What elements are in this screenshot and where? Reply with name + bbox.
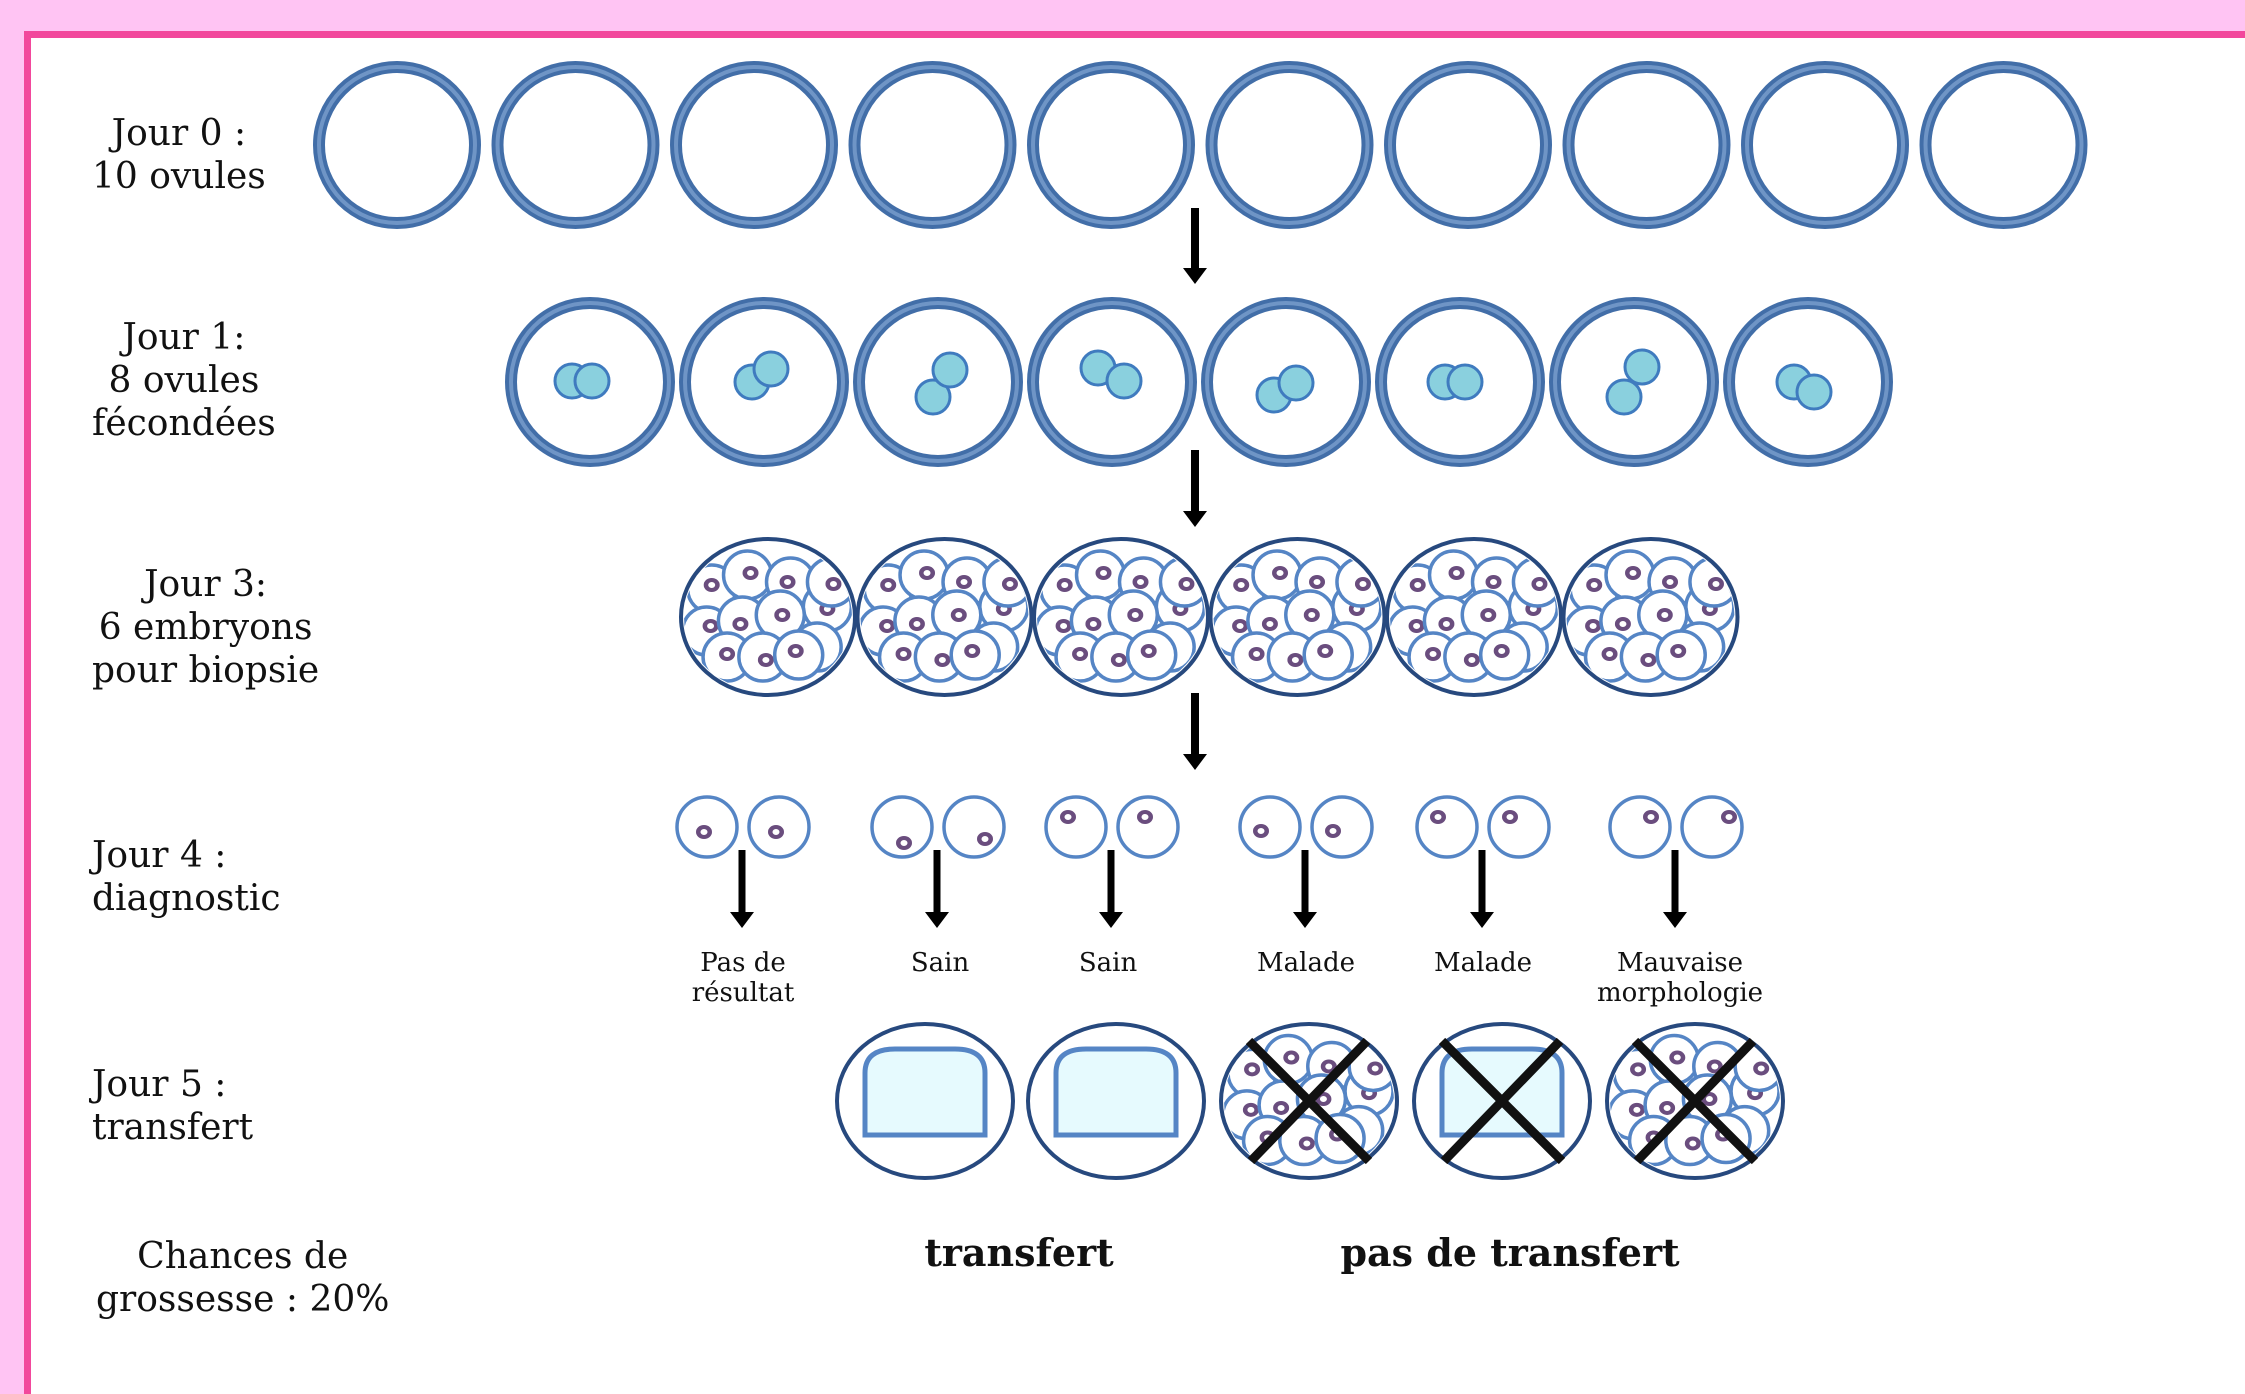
stage-label-day1: Jour 1: 8 ovules fécondées — [92, 317, 276, 444]
transfer-label: transfert — [924, 1230, 1114, 1275]
arrows — [730, 208, 1687, 928]
fertilized-ovule — [1723, 297, 1893, 467]
fertilized-ovule — [679, 297, 849, 467]
embryo — [679, 537, 857, 697]
ovule — [313, 61, 481, 229]
diagnostic-label-1: Pas de résultat — [691, 948, 795, 1008]
biopsy-cell-pair — [1238, 795, 1374, 859]
pronucleus — [931, 351, 969, 389]
ovule — [1741, 61, 1909, 229]
pronucleus — [914, 378, 952, 416]
cross-mark — [1440, 1037, 1564, 1165]
stage-label-day5: Jour 5 : transfert — [92, 1064, 254, 1148]
diagnostic-label-2: Sain — [910, 948, 970, 978]
embryo — [1032, 537, 1210, 697]
ovule — [491, 61, 660, 229]
pronucleus — [1446, 363, 1484, 401]
diagnostic-label-6: Mauvaise morphologie — [1596, 948, 1764, 1008]
transfer-row — [835, 1022, 1785, 1180]
biopsy-cell-pair — [870, 795, 1006, 859]
chances-label: Chances de grossesse : 20% — [96, 1236, 390, 1320]
fertilized-ovule — [505, 297, 675, 467]
blastocyst-embryo — [1026, 1022, 1206, 1180]
ovule — [848, 61, 1017, 229]
fertilized-ovule — [1027, 297, 1197, 467]
stage-label-day0: Jour 0 : 10 ovules — [92, 113, 266, 197]
pronucleus — [1105, 362, 1143, 400]
embryo — [855, 537, 1034, 697]
embryo — [1208, 537, 1387, 697]
ovule — [1562, 61, 1731, 229]
no-transfer-label: pas de transfert — [1340, 1230, 1680, 1275]
pronucleus — [1623, 348, 1661, 386]
embryo — [1385, 537, 1563, 697]
ovule — [1919, 61, 2088, 229]
embryo — [1561, 537, 1740, 697]
ovule — [1384, 61, 1552, 229]
blastocyst-embryo — [835, 1022, 1015, 1180]
fertilized-ovule — [1375, 297, 1545, 467]
diagnostic-label-3: Sain — [1078, 948, 1138, 978]
biopsy-cell-pair — [1044, 795, 1180, 859]
ovule — [1205, 61, 1374, 229]
pronucleus — [1277, 364, 1315, 402]
fertilized-ovules-row — [505, 297, 1893, 467]
embryos-row — [679, 537, 1740, 697]
biopsy-cell-pair — [1608, 795, 1744, 859]
cross-mark — [1247, 1037, 1371, 1165]
biopsy-cell-pair — [1415, 795, 1551, 859]
pronucleus — [1605, 378, 1643, 416]
fertilized-ovule — [853, 297, 1023, 467]
diagnostic-label-4: Malade — [1257, 948, 1355, 978]
pronucleus — [573, 362, 611, 400]
morula-embryo — [1605, 1022, 1785, 1180]
diagnostic-label-5: Malade — [1434, 948, 1532, 978]
morula-embryo — [1219, 1022, 1399, 1180]
stage-label-day3: Jour 3: 6 embryons pour biopsie — [92, 564, 320, 691]
blastocyst-embryo — [1412, 1022, 1592, 1180]
pronucleus — [752, 350, 790, 388]
biopsy-cells-row — [675, 795, 1744, 859]
pronucleus — [1795, 373, 1833, 411]
biopsy-cell-pair — [675, 795, 811, 859]
fertilized-ovule — [1549, 297, 1719, 467]
ovule — [1027, 61, 1195, 229]
ovule — [670, 61, 838, 229]
cross-mark — [1633, 1037, 1757, 1165]
ovules-row — [313, 61, 2088, 229]
stage-label-day4: Jour 4 : diagnostic — [92, 835, 281, 919]
fertilized-ovule — [1201, 297, 1371, 467]
